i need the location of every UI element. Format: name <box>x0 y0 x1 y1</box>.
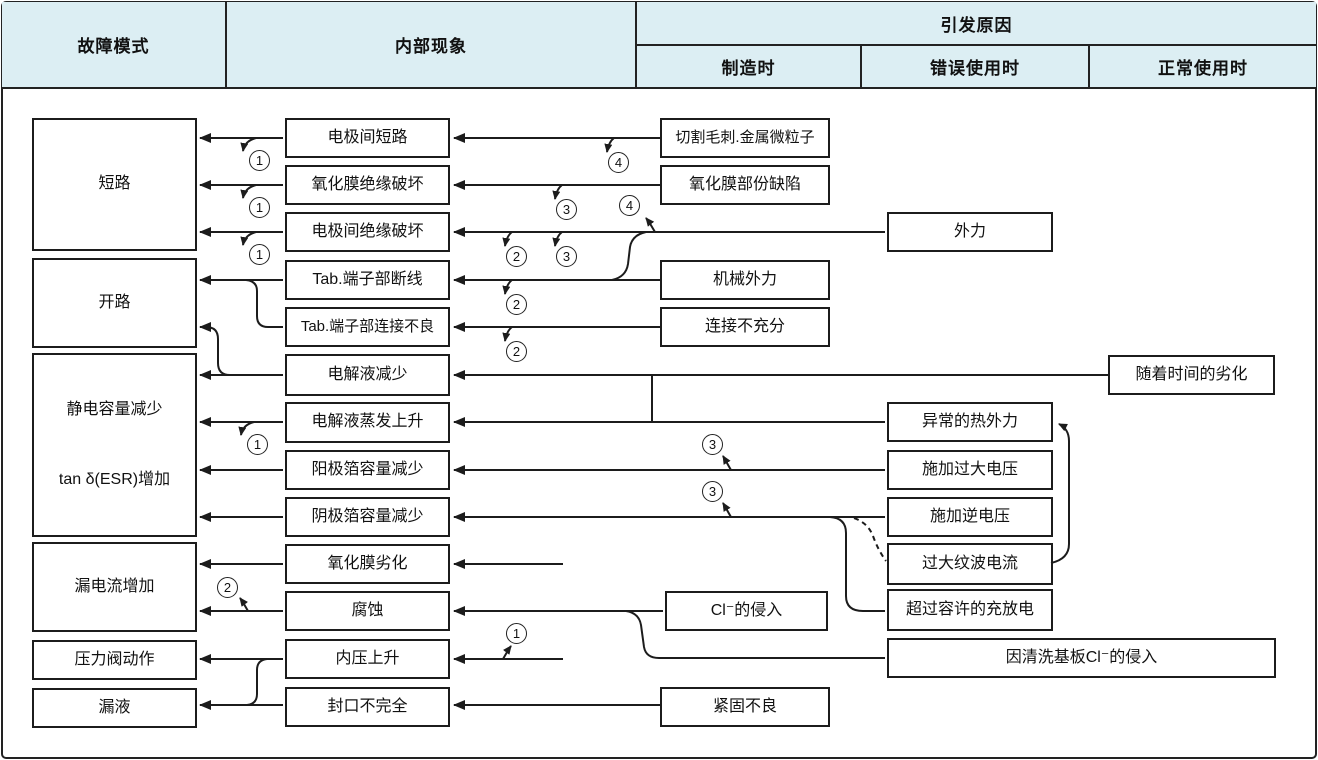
box-corrosion: 腐蚀 <box>285 591 450 631</box>
box-abnormal-thermal-force: 异常的热外力 <box>887 402 1053 442</box>
circled-number-1: 1 <box>249 150 270 171</box>
circled-number-1: 1 <box>506 623 527 644</box>
box-excessive-voltage: 施加过大电压 <box>887 450 1053 490</box>
circled-number-2: 2 <box>506 294 527 315</box>
box-electrolyte-decrease: 电解液减少 <box>285 354 450 396</box>
circled-number-1: 1 <box>247 434 268 455</box>
header-cell-manufacturing: 制造时 <box>637 46 862 89</box>
circled-number-3: 3 <box>556 246 577 267</box>
header-cell-failure-mode: 故障模式 <box>2 2 227 89</box>
box-cl-ion-intrusion: Cl⁻的侵入 <box>665 591 828 631</box>
box-pcb-cleaning-cl-intrusion: 因清洗基板Cl⁻的侵入 <box>887 638 1276 678</box>
box-excessive-ripple-current: 过大纹波电流 <box>887 543 1053 585</box>
box-oxide-film-insulation-breakdown: 氧化膜绝缘破坏 <box>285 165 450 205</box>
box-charge-discharge-over-limit: 超过容许的充放电 <box>887 589 1053 631</box>
circled-number-2: 2 <box>217 577 238 598</box>
box-cutting-burr-metal-particles: 切割毛刺.金属微粒子 <box>660 118 830 158</box>
circled-number-2: 2 <box>506 246 527 267</box>
circled-number-3: 3 <box>556 199 577 220</box>
circled-number-1: 1 <box>249 197 270 218</box>
box-insufficient-connection: 连接不充分 <box>660 307 830 347</box>
circled-number-3: 3 <box>702 481 723 502</box>
circled-number-2: 2 <box>506 341 527 362</box>
header-cell-trigger-cause: 引发原因 <box>637 2 1316 46</box>
box-electrode-insulation-breakdown: 电极间绝缘破坏 <box>285 212 450 252</box>
box-deterioration-over-time: 随着时间的劣化 <box>1108 355 1275 395</box>
box-tab-terminal-bad-connection: Tab.端子部连接不良 <box>285 307 450 347</box>
box-cathode-foil-capacity-decrease: 阴极箔容量减少 <box>285 497 450 537</box>
box-open-circuit: 开路 <box>32 258 197 348</box>
box-electrolyte-evaporation: 电解液蒸发上升 <box>285 402 450 443</box>
box-tab-terminal-wire-break: Tab.端子部断线 <box>285 260 450 300</box>
box-incomplete-sealing: 封口不完全 <box>285 687 450 727</box>
box-electrochemical-reaction: 电化学反应 <box>563 448 605 673</box>
box-electrode-short: 电极间短路 <box>285 118 450 158</box>
circled-number-4: 4 <box>619 195 640 216</box>
box-oxide-film-degradation: 氧化膜劣化 <box>285 544 450 584</box>
box-external-force: 外力 <box>887 212 1053 252</box>
box-oxide-film-partial-defect: 氧化膜部份缺陷 <box>660 165 830 205</box>
header-cell-internal-phenomenon: 内部现象 <box>227 2 637 89</box>
box-bad-fastening: 紧固不良 <box>660 687 830 727</box>
box-leakage-current-increase: 漏电流增加 <box>32 542 197 632</box>
box-short-circuit: 短路 <box>32 118 197 251</box>
box-internal-pressure-rise: 内压上升 <box>285 639 450 679</box>
box-mechanical-external-force: 机械外力 <box>660 260 830 300</box>
header-cell-normal-use: 正常使用时 <box>1090 46 1316 89</box>
box-liquid-leak: 漏液 <box>32 688 197 728</box>
circled-number-4: 4 <box>608 152 629 173</box>
box-pressure-valve-operates: 压力阀动作 <box>32 640 197 680</box>
box-anode-foil-capacity-decrease: 阳极箔容量减少 <box>285 450 450 490</box>
circled-number-3: 3 <box>702 434 723 455</box>
header-cell-misuse: 错误使用时 <box>862 46 1090 89</box>
box-reverse-voltage: 施加逆电压 <box>887 497 1053 537</box>
circled-number-1: 1 <box>249 244 270 265</box>
